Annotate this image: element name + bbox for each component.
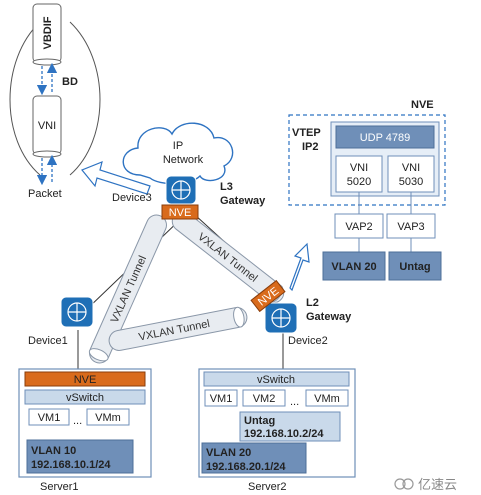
device3-label: Device3: [112, 192, 152, 204]
server1-label: Server1: [40, 481, 79, 493]
server1-vlan-box: [26, 439, 134, 474]
server1-vlan-line1: VLAN 10: [31, 445, 76, 457]
server1-nve-label: NVE: [74, 374, 97, 386]
vni-5020-line1: VNI: [350, 162, 368, 174]
server1-nve-bar: [24, 371, 146, 387]
packet-label: Packet: [28, 188, 62, 200]
watermark-logo: 亿速云: [394, 477, 457, 492]
device2-detail-arrow: [289, 242, 310, 292]
udp-label: UDP 4789: [360, 132, 411, 144]
vni-5020-line2: 5020: [347, 176, 371, 188]
server2-vlan-line1: VLAN 20: [206, 447, 251, 459]
server1-ellipsis: ...: [73, 415, 82, 427]
cloud-label-line2: Network: [163, 154, 204, 166]
vbdif-label: VBDIF: [42, 16, 54, 49]
server2-vswitch-label: vSwitch: [257, 374, 295, 386]
device3-nve-label: NVE: [169, 207, 192, 219]
server2-vlan-box: [201, 442, 307, 474]
server2-label: Server2: [248, 481, 287, 493]
udp-box: [335, 125, 435, 149]
device2-label: Device2: [288, 335, 328, 347]
server2-vlan-line2: 192.168.20.1/24: [206, 461, 286, 473]
server2-vswitch-bar: [203, 371, 350, 387]
server2-untag-line1: Untag: [244, 415, 275, 427]
device3[interactable]: NVE: [161, 175, 199, 220]
left-logical-panel: VBDIF BD VNI Packet: [9, 3, 101, 200]
vap3-box: [386, 213, 436, 239]
server1-vlan-line2: 192.168.10.1/24: [31, 459, 111, 471]
vni-label: VNI: [38, 120, 56, 132]
vni-5020-box: [335, 155, 383, 193]
untag-label: Untag: [399, 261, 430, 273]
server1-vm1-label: VM1: [38, 412, 61, 424]
nve-panel-border: [288, 114, 446, 206]
tunnel-right-label: VXLAN Tunnel: [195, 231, 259, 285]
vap2-label: VAP2: [345, 221, 372, 233]
vni-5030-line2: 5030: [399, 176, 423, 188]
device1[interactable]: [60, 296, 94, 328]
device2[interactable]: NVE: [250, 279, 298, 334]
server2-vm2-label: VM2: [253, 393, 276, 405]
device2-role-line1: L2: [306, 297, 319, 309]
server1-vmm-box: [86, 408, 130, 426]
watermark-text: 亿速云: [418, 477, 457, 492]
untag-box: [388, 251, 442, 281]
server2-vm1-box: [204, 389, 238, 407]
vlan20-label: VLAN 20: [331, 261, 376, 273]
device3-nve-badge: [161, 204, 199, 220]
server1-vswitch-bar: [24, 389, 146, 405]
device2-nve-badge: [250, 279, 286, 313]
vap2-box: [334, 213, 384, 239]
cloud-label-line1: IP: [173, 140, 183, 152]
server1-vm1-box: [28, 408, 70, 426]
server2: vSwitch VM1 VM2 ... VMm Untag 192.168.10…: [198, 368, 356, 478]
ip-network-cloud: IP Network: [122, 122, 234, 185]
nve-panel: NVE VTEP IP2 UDP 4789 VNI 5020 VNI 5030 …: [288, 99, 446, 281]
nve-panel-title: NVE: [411, 99, 434, 111]
vni-5030-line1: VNI: [402, 162, 420, 174]
server2-vm2-box: [242, 389, 286, 407]
bd-label: BD: [62, 76, 78, 88]
server2-ellipsis: ...: [290, 396, 299, 408]
vtep-line2: IP2: [302, 141, 319, 153]
left-bracket-curve: [9, 21, 41, 176]
server2-untag-box: [239, 411, 341, 442]
vlan20-box: [322, 251, 386, 281]
device3-detail-arrow: [81, 161, 151, 195]
server2-vm1-label: VM1: [210, 393, 233, 405]
device2-role-line2: Gateway: [306, 311, 352, 323]
device3-role-line1: L3: [220, 181, 233, 193]
server1-vswitch-label: vSwitch: [66, 392, 104, 404]
vap3-label: VAP3: [397, 221, 424, 233]
server2-vmm-label: VMm: [314, 393, 340, 405]
server1: NVE vSwitch VM1 ... VMm VLAN 10 192.168.…: [18, 368, 152, 478]
device3-role-line2: Gateway: [220, 195, 266, 207]
right-bracket-curve: [69, 21, 101, 176]
device1-label: Device1: [28, 335, 68, 347]
server2-untag-line2: 192.168.10.2/24: [244, 428, 324, 440]
vtep-line1: VTEP: [292, 127, 321, 139]
server1-vmm-label: VMm: [95, 412, 121, 424]
server2-vmm-box: [305, 389, 349, 407]
